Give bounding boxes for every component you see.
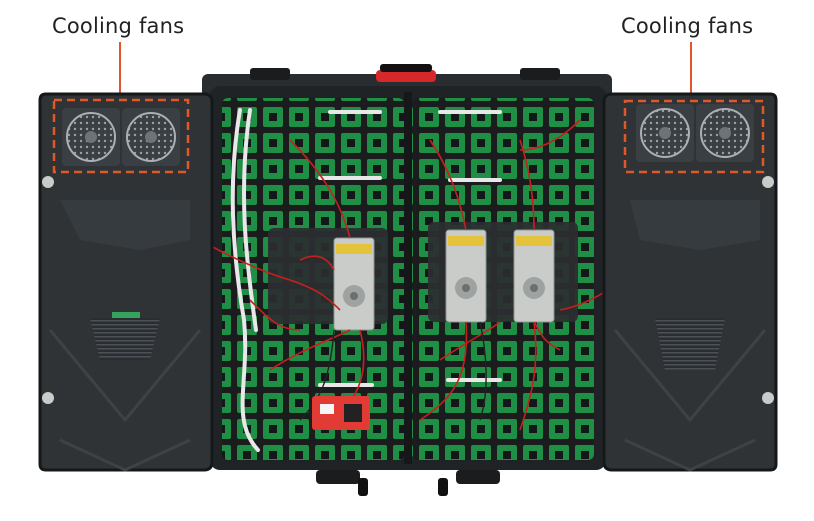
foot-right xyxy=(456,470,500,484)
locking-pin-left xyxy=(358,478,368,496)
fan-icon xyxy=(62,108,120,166)
ribbon-cables xyxy=(230,108,502,452)
rear-door-right xyxy=(602,92,778,472)
leader-line-right xyxy=(690,42,692,102)
power-supply-unit xyxy=(445,229,487,323)
cooling-fans-label-right: Cooling fans xyxy=(621,14,754,38)
receiving-card xyxy=(312,396,370,430)
power-supply-unit xyxy=(513,229,555,323)
carry-handle xyxy=(376,70,436,82)
latch-top-left xyxy=(250,68,290,80)
rear-door-left xyxy=(38,92,214,472)
fan-highlight-box-right xyxy=(623,99,765,174)
fan-icon xyxy=(636,104,694,162)
foot-left xyxy=(316,470,360,484)
fan-highlight-box-left xyxy=(52,98,190,174)
power-supply-unit xyxy=(333,237,375,331)
vent-grille-left xyxy=(90,318,160,360)
fan-icon xyxy=(122,108,180,166)
vent-grille-right xyxy=(655,318,725,370)
locking-pin-right xyxy=(438,478,448,496)
latch-top-right xyxy=(520,68,560,80)
cooling-fans-label-left: Cooling fans xyxy=(52,14,185,38)
center-divider xyxy=(404,92,412,464)
leader-line-left xyxy=(119,42,121,100)
fan-icon xyxy=(696,104,754,162)
